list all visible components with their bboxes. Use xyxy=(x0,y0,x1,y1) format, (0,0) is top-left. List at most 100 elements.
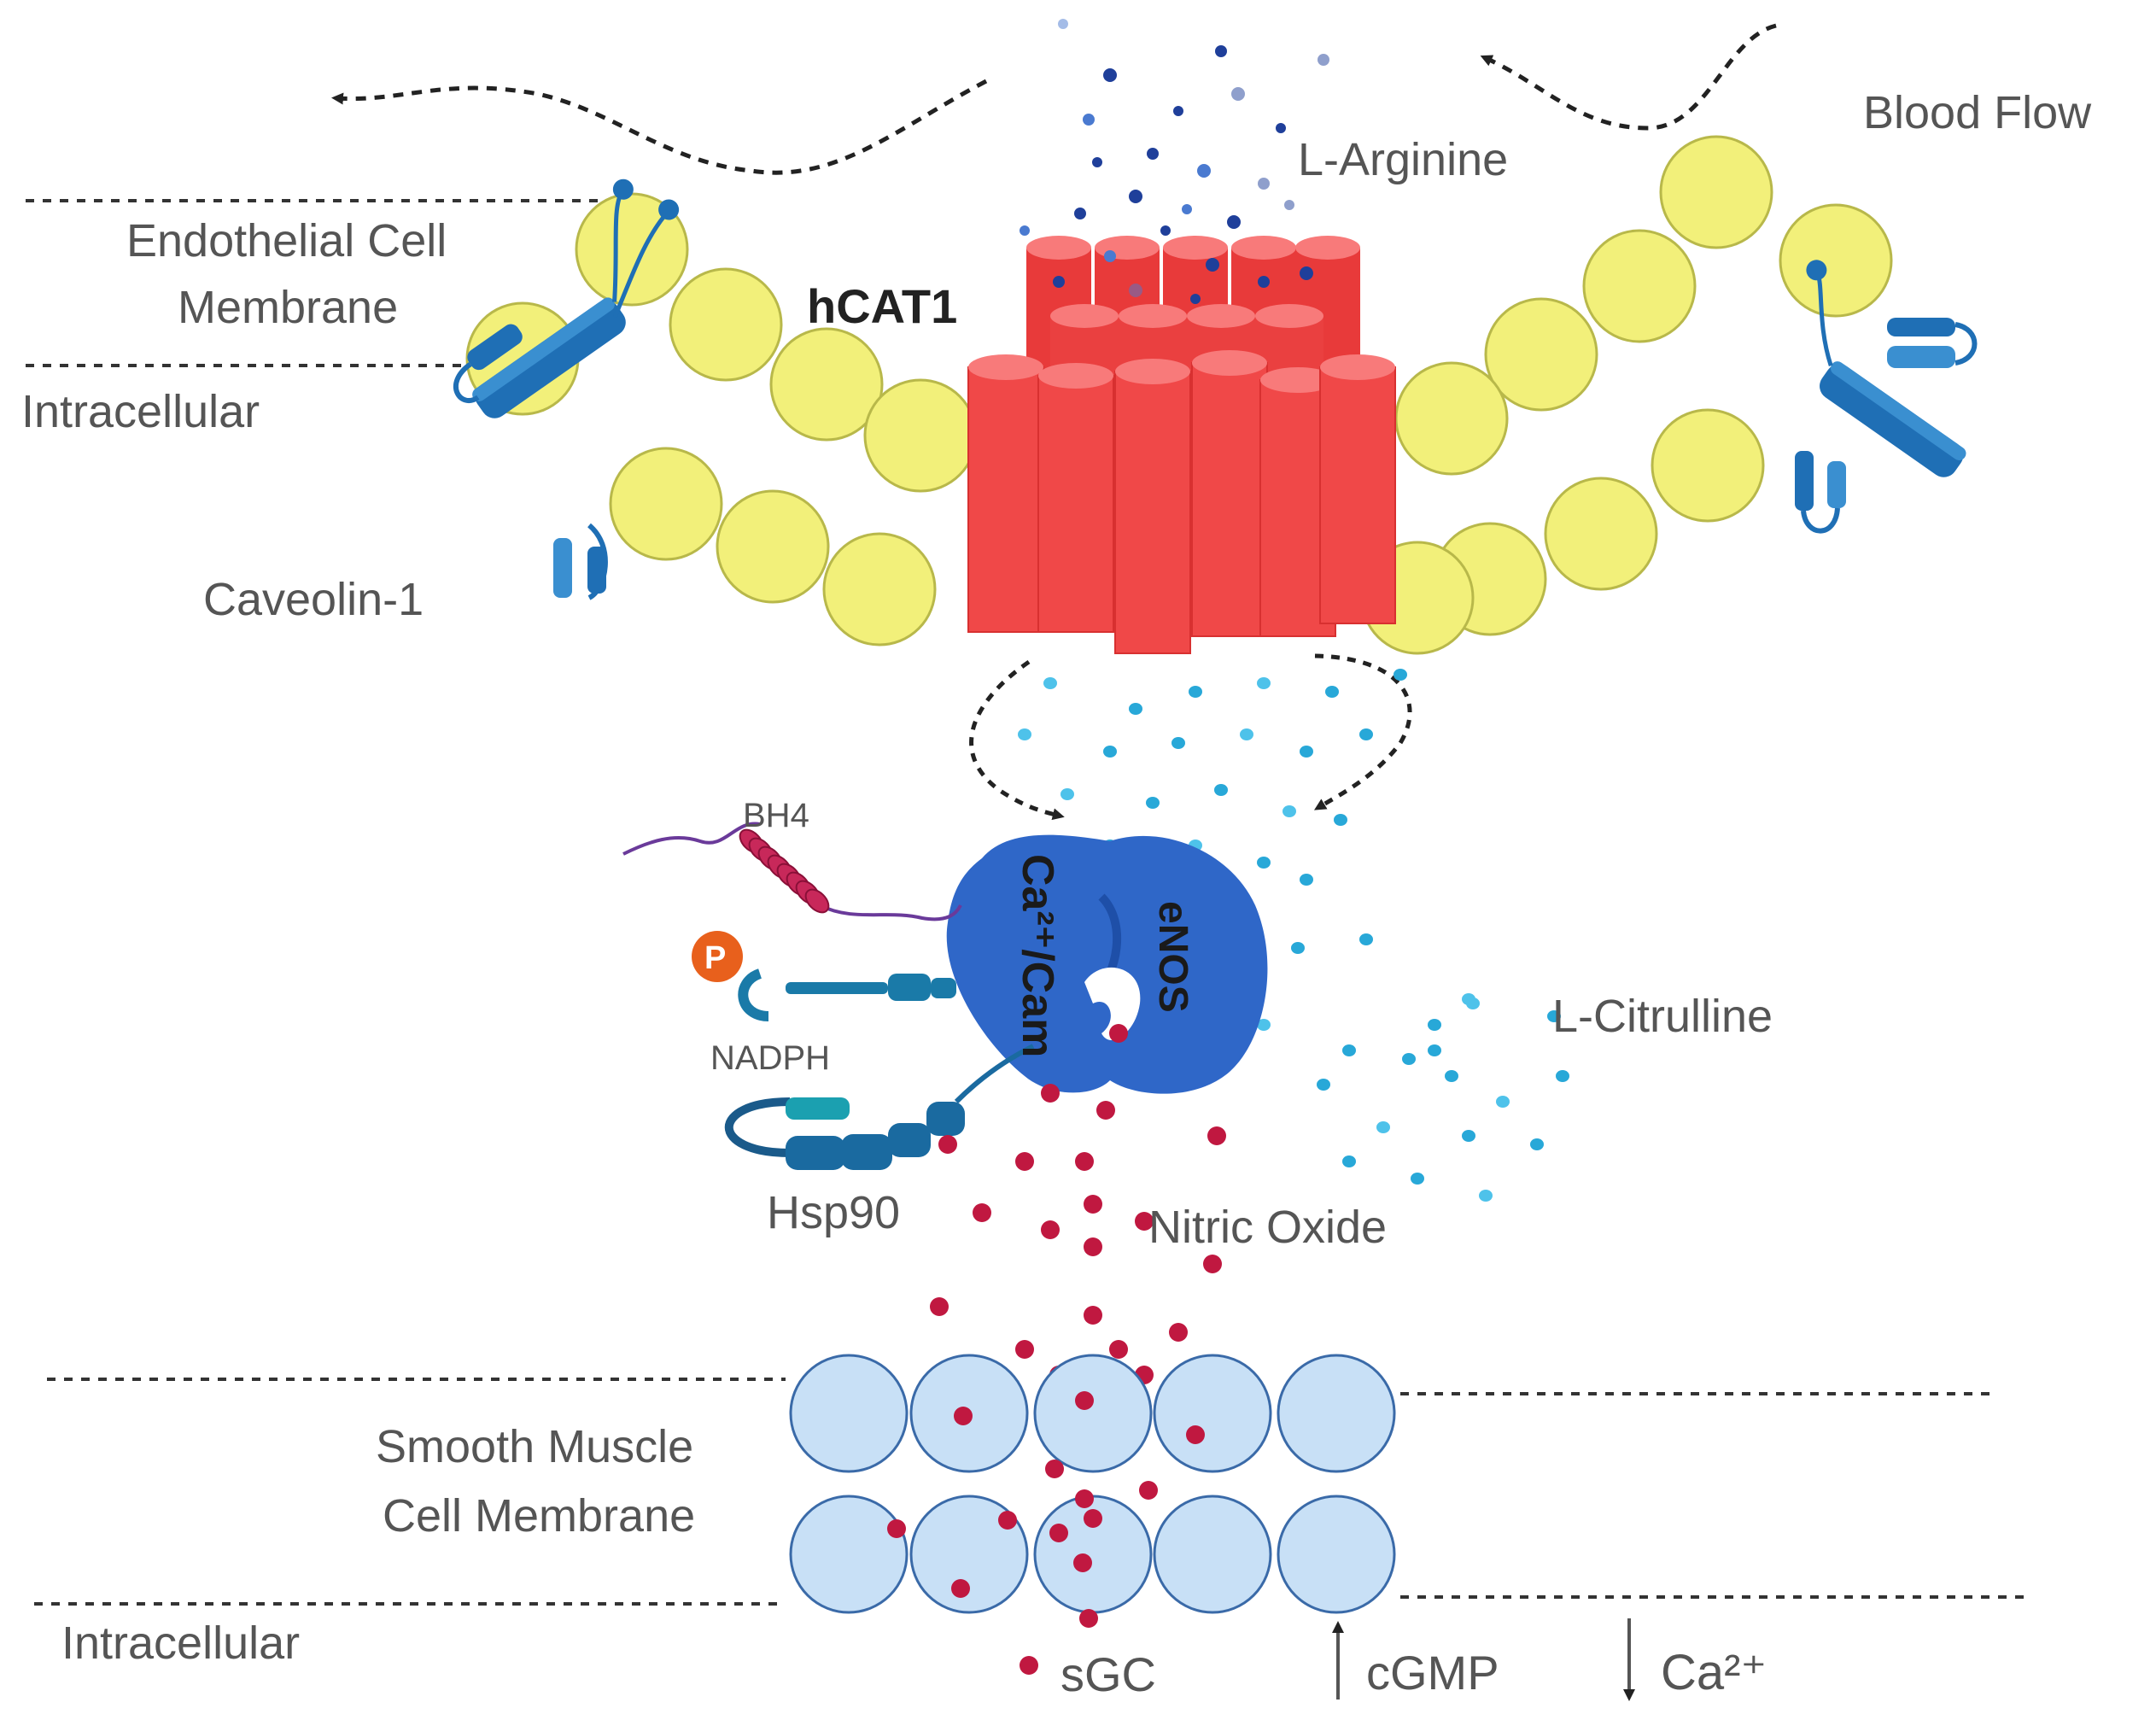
nitric-oxide-dot xyxy=(1075,1489,1094,1508)
nitric-oxide-dot xyxy=(1084,1237,1102,1256)
l-arginine-dot xyxy=(1160,225,1171,236)
nitric-oxide-dot xyxy=(1207,1126,1226,1145)
l-arginine-dot xyxy=(1074,208,1086,219)
signal-arrows xyxy=(1332,1618,1635,1701)
smooth-muscle-cell xyxy=(1033,1354,1153,1473)
labels: Blood Flow L-Arginine Endothelial Cell M… xyxy=(21,87,2092,1701)
nitric-oxide-dot xyxy=(938,1135,957,1154)
hcat1-transporter xyxy=(967,236,1396,654)
l-citrulline-dot xyxy=(1043,677,1057,689)
nitric-oxide-dot xyxy=(1073,1553,1092,1572)
l-arginine-dot xyxy=(1092,157,1102,167)
l-arginine-dot xyxy=(1284,200,1294,210)
l-citrulline-dot xyxy=(1411,1173,1424,1185)
nitric-oxide-dot xyxy=(1020,1656,1038,1675)
l-arginine-label: L-Arginine xyxy=(1298,134,1508,185)
bh4-cofactor xyxy=(622,822,962,921)
nitric-oxide-dot xyxy=(1084,1306,1102,1325)
transporter-cylinder-top xyxy=(1260,367,1335,393)
transporter-cylinder-top xyxy=(1187,304,1255,328)
l-citrulline-dot xyxy=(1103,746,1117,758)
l-arginine-dot xyxy=(1182,204,1192,214)
phosphate-circle xyxy=(692,931,743,982)
l-citrulline-dot xyxy=(1376,1121,1390,1133)
nitric-oxide-dot xyxy=(1203,1255,1222,1273)
l-arginine-dot xyxy=(1276,123,1286,133)
transporter-cylinder xyxy=(1191,362,1268,637)
bh4-bead xyxy=(804,888,830,914)
l-citrulline-dot xyxy=(1325,686,1339,698)
l-arginine-dot xyxy=(1206,258,1219,272)
enos-pocket xyxy=(1084,967,1141,1040)
l-citrulline-dot xyxy=(1466,997,1480,1009)
nitric-oxide-dot xyxy=(973,1203,991,1222)
l-citrulline-dot xyxy=(1129,703,1142,715)
l-citrulline-dot xyxy=(1462,1130,1475,1142)
nitric-oxide-dot xyxy=(1109,1024,1128,1043)
l-citrulline-dot xyxy=(1214,784,1228,796)
intracellular-top-label: Intracellular xyxy=(21,386,260,437)
transporter-cylinder-top xyxy=(1163,236,1228,260)
nitric-oxide-dot xyxy=(1169,1323,1188,1342)
phosphate-label: P xyxy=(704,940,726,976)
nitric-oxide-dot xyxy=(1084,1509,1102,1528)
l-citrulline-dot xyxy=(1342,1044,1356,1056)
smooth-muscle-cell xyxy=(1277,1354,1396,1473)
smooth-muscle-cell xyxy=(1153,1495,1272,1614)
ca-label: Ca²⁺ xyxy=(1661,1645,1767,1700)
smooth-muscle-cell xyxy=(1277,1495,1396,1614)
transporter-cylinder-top xyxy=(1050,304,1119,328)
nitric-oxide-dot xyxy=(1096,1101,1115,1120)
l-citrulline-dot xyxy=(1018,728,1031,740)
nitric-oxide-dot xyxy=(1075,1391,1094,1410)
nadph-arm xyxy=(692,931,956,1021)
l-arginine-dot xyxy=(1129,284,1142,297)
l-citrulline-dot xyxy=(1257,857,1271,869)
transporter-cylinder-top xyxy=(1026,236,1091,260)
bh4-helix xyxy=(739,828,830,914)
smooth-muscle-cell xyxy=(1153,1354,1272,1473)
transport-arrows xyxy=(969,653,1412,821)
l-citrulline-dot xyxy=(1428,1019,1441,1031)
transporter-cylinder-top xyxy=(1038,363,1113,389)
nitric-oxide-dot xyxy=(1015,1152,1034,1171)
l-arginine-dots xyxy=(1020,19,1329,304)
l-arginine-dot xyxy=(1173,106,1183,116)
hsp90-protein xyxy=(724,1044,1035,1170)
nitric-oxide-dot xyxy=(1049,1524,1068,1542)
l-citrulline-dot xyxy=(1189,686,1202,698)
nitric-oxide-dot xyxy=(1135,1212,1154,1231)
nitric-oxide-dot xyxy=(930,1297,949,1316)
smooth-muscle-label-line1: Smooth Muscle xyxy=(376,1421,693,1472)
l-arginine-dot xyxy=(1083,114,1095,126)
l-arginine-dot xyxy=(1197,164,1211,178)
nitric-oxide-dots xyxy=(930,1024,1226,1384)
caveolin-right-extras xyxy=(1795,318,1978,534)
ca-cam-label: Ca²⁺/Cam xyxy=(1013,854,1062,1057)
l-citrulline-dot xyxy=(1317,1079,1330,1091)
transport-arrow-right xyxy=(1313,653,1412,810)
caveolin-label: Caveolin-1 xyxy=(203,574,424,625)
l-citrulline-dot xyxy=(1445,1070,1458,1082)
nitric-oxide-dot xyxy=(1041,1220,1060,1239)
l-citrulline-dot xyxy=(1171,737,1185,749)
l-arginine-dot xyxy=(1103,68,1117,82)
transporter-cylinder xyxy=(1319,366,1396,624)
transport-arrow-left xyxy=(969,659,1065,821)
l-citrulline-dot xyxy=(1334,814,1347,826)
l-arginine-dot xyxy=(1300,266,1313,280)
hsp90-label: Hsp90 xyxy=(767,1187,900,1238)
l-citrulline-dot xyxy=(1240,728,1253,740)
nitric-oxide-dot xyxy=(1139,1481,1158,1500)
sgc-label: sGC xyxy=(1060,1647,1156,1701)
nitric-oxide-dots-membrane xyxy=(887,1391,1205,1675)
transporter-cylinder-top xyxy=(1115,359,1190,384)
l-citrulline-label: L-Citrulline xyxy=(1552,991,1773,1042)
enos-complex xyxy=(946,834,1268,1094)
transporter-cylinder xyxy=(1114,371,1191,654)
endothelial-label-line2: Membrane xyxy=(178,282,398,333)
blood-flow-arrow-left xyxy=(331,79,988,175)
nitric-oxide-dot xyxy=(1075,1152,1094,1171)
